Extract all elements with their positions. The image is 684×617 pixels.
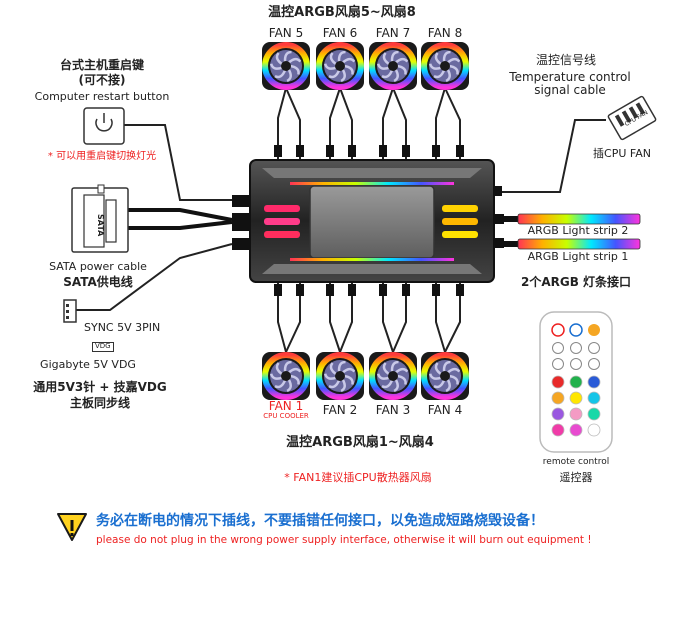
fan-3-icon bbox=[369, 352, 417, 400]
fan1-note: * FAN1建议插CPU散热器风扇 bbox=[284, 471, 432, 484]
top-fan-cables bbox=[277, 87, 461, 160]
remote-color-button bbox=[569, 391, 583, 405]
remote-color-button bbox=[569, 423, 583, 437]
fan-6-label: FAN 6 bbox=[322, 26, 358, 40]
sync-label: SYNC 5V 3PIN bbox=[84, 321, 161, 334]
warning-icon bbox=[57, 513, 87, 541]
remote-en: remote control bbox=[542, 457, 610, 467]
restart-cn-sub: (可不接) bbox=[78, 73, 126, 87]
sync-cn-2: 主板同步线 bbox=[69, 396, 131, 410]
hub-light-bars-right bbox=[442, 205, 478, 238]
remote-color-button bbox=[587, 407, 601, 421]
strips-cn: 2个ARGB 灯条接口 bbox=[520, 275, 632, 289]
remote-color-button bbox=[551, 375, 565, 389]
remote-color-button bbox=[551, 423, 565, 437]
remote-color-button bbox=[551, 407, 565, 421]
hub-light-bars-left bbox=[264, 205, 300, 238]
sata-en: SATA power cable bbox=[49, 260, 147, 273]
restart-en: Computer restart button bbox=[34, 90, 170, 103]
remote-color-button bbox=[551, 391, 565, 405]
remote-control-icon bbox=[539, 311, 613, 453]
hub-controller bbox=[232, 159, 504, 283]
sync-connector-icon bbox=[63, 299, 77, 323]
gigabyte-label: Gigabyte 5V VDG bbox=[40, 358, 136, 371]
sata-cable bbox=[128, 208, 233, 230]
remote-color-button bbox=[569, 375, 583, 389]
temp-cable bbox=[502, 119, 606, 193]
sync-cn-1: 通用5V3针 + 技嘉VDG bbox=[33, 380, 167, 394]
sata-connector-icon bbox=[71, 184, 129, 253]
fan-8-label: FAN 8 bbox=[427, 26, 463, 40]
sync-cable bbox=[70, 243, 233, 311]
fan-1-sub: CPU COOLER bbox=[263, 412, 309, 420]
restart-cable bbox=[124, 124, 232, 201]
top-group-title: 温控ARGB风扇5~风扇8 bbox=[268, 5, 416, 20]
fan-5-label: FAN 5 bbox=[268, 26, 304, 40]
fan-8-icon bbox=[421, 42, 469, 90]
fan-1-icon bbox=[262, 352, 310, 400]
fan-2-label: FAN 2 bbox=[322, 403, 358, 417]
restart-note: * 可以用重启键切换灯光 bbox=[47, 151, 157, 162]
fan-7-icon bbox=[369, 42, 417, 90]
fan-4-icon bbox=[421, 352, 469, 400]
remote-color-button bbox=[587, 391, 601, 405]
strip-1-label: ARGB Light strip 1 bbox=[527, 250, 629, 263]
fan-5-icon bbox=[262, 42, 310, 90]
cpu-fan-connector-icon bbox=[607, 95, 657, 141]
sata-cn: SATA供电线 bbox=[63, 275, 133, 289]
warning-cn: 务必在断电的情况下插线，不要插错任何接口，以免造成短路烧毁设备！ bbox=[96, 513, 544, 529]
remote-cn: 遥控器 bbox=[559, 471, 593, 484]
restart-button-icon bbox=[83, 107, 125, 145]
remote-color-button bbox=[587, 423, 601, 437]
restart-cn-title: 台式主机重启键 bbox=[59, 58, 145, 72]
temp-en-1: Temperature control bbox=[509, 70, 631, 84]
fan-2-icon bbox=[316, 352, 364, 400]
fan-3-label: FAN 3 bbox=[375, 403, 411, 417]
sata-connector-label: SATA bbox=[96, 214, 105, 237]
temp-en-2: signal cable bbox=[534, 83, 606, 97]
fan-1-label: FAN 1 bbox=[268, 399, 304, 413]
warning-en: please do not plug in the wrong power su… bbox=[96, 534, 592, 546]
argb-strip-1 bbox=[504, 238, 641, 250]
argb-strip-2 bbox=[504, 213, 641, 225]
temp-cn: 温控信号线 bbox=[535, 53, 597, 67]
remote-color-button bbox=[569, 407, 583, 421]
strip-2-label: ARGB Light strip 2 bbox=[527, 224, 629, 237]
temp-plug: 插CPU FAN bbox=[593, 147, 651, 160]
fan-6-icon bbox=[316, 42, 364, 90]
fan-4-label: FAN 4 bbox=[427, 403, 463, 417]
bottom-fan-plugs bbox=[274, 284, 464, 296]
vdg-tag: VDG bbox=[92, 342, 114, 352]
fan-7-label: FAN 7 bbox=[375, 26, 411, 40]
top-fan-plugs bbox=[274, 145, 464, 157]
bottom-group-title: 温控ARGB风扇1~风扇4 bbox=[286, 435, 434, 450]
remote-color-button bbox=[587, 375, 601, 389]
